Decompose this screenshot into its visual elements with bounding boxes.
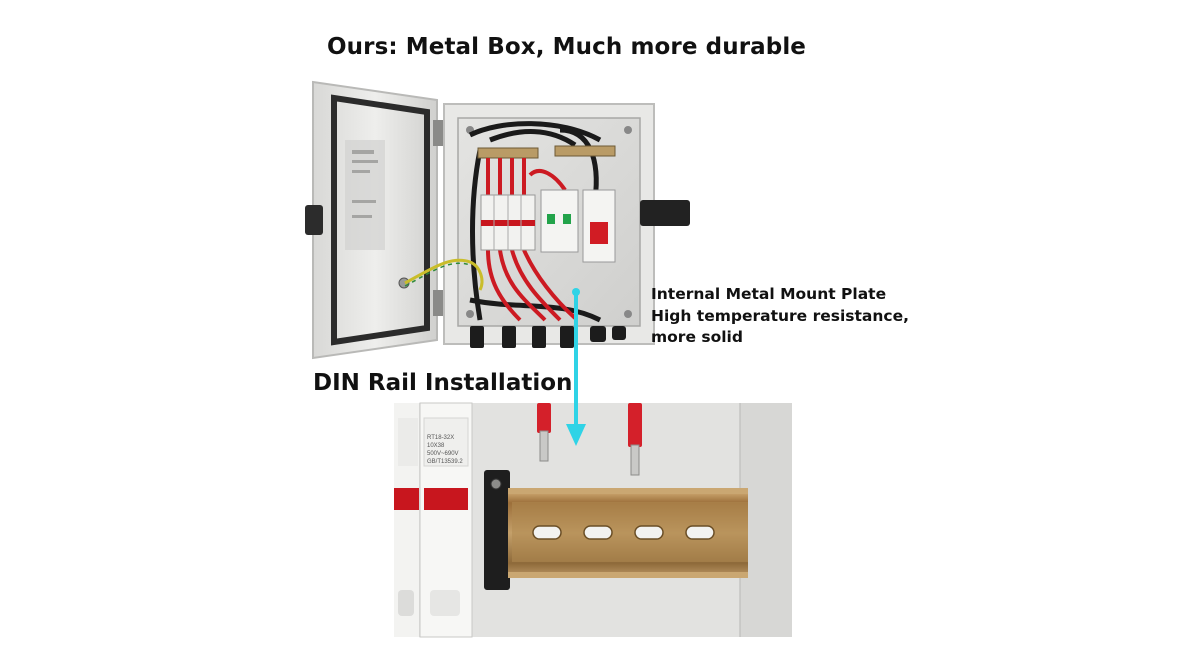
din-rail-heading: DIN Rail Installation: [313, 370, 573, 396]
fuse-label-line2: 10X38: [427, 443, 445, 449]
headline-title: Ours: Metal Box, Much more durable: [327, 34, 807, 60]
rail-end-clip: [484, 470, 510, 590]
enclosure-door: [305, 80, 438, 360]
fuse-holders: [480, 194, 536, 251]
enclosure-photo: [305, 80, 690, 360]
din-rail-photo: RT18-32X 10X38 500V~690V GB/T13539.2: [394, 402, 792, 638]
ferrule-wires: [537, 403, 642, 476]
callout-line-3: more solid: [651, 328, 743, 346]
fuse-label-line1: RT18-32X: [427, 435, 454, 441]
dc-breaker: [582, 189, 616, 263]
callout-line-2: High temperature resistance,: [651, 306, 910, 325]
surge-protector: [540, 189, 579, 253]
ground-wire: [404, 258, 484, 291]
red-wires: [486, 158, 577, 322]
din-rail: [508, 488, 748, 578]
fuse-label-line3: 500V~690V: [427, 451, 459, 457]
callout-arrow: [566, 288, 586, 446]
fuse-blocks: RT18-32X 10X38 500V~690V GB/T13539.2: [394, 402, 473, 638]
mount-plate-callout: Internal Metal Mount Plate High temperat…: [651, 284, 909, 349]
callout-line-1: Internal Metal Mount Plate: [651, 285, 887, 303]
fuse-label-line4: GB/T13539.2: [427, 459, 463, 465]
door-latch: [640, 200, 690, 226]
black-cables: [468, 121, 602, 323]
cable-glands: [470, 326, 626, 348]
